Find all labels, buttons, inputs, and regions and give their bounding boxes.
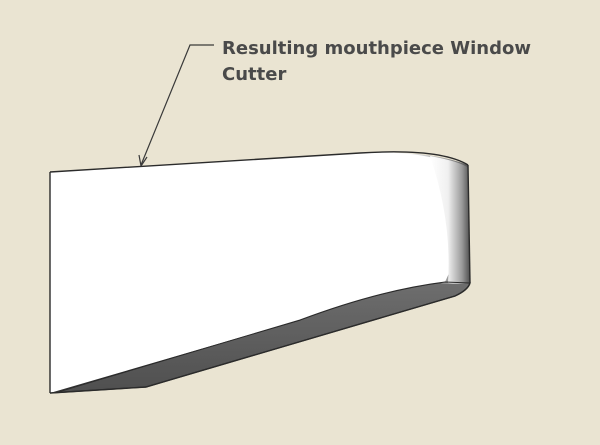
cutter-right-edge (467, 164, 471, 284)
cutter-inner-edge (57, 281, 471, 393)
cutter-lower-edge (49, 282, 471, 394)
callout-leader-line (140, 44, 214, 166)
cutter-front-face (50, 152, 464, 393)
callout-label: Resulting mouthpiece Window Cutter (222, 36, 562, 88)
callout-label-line1: Resulting mouthpiece Window (222, 38, 531, 59)
cutter-top-edge (49, 151, 469, 173)
callout-arrowhead (138, 154, 148, 167)
cutter-rounded-shade (430, 156, 470, 284)
callout-label-line2: Cutter (222, 64, 287, 85)
